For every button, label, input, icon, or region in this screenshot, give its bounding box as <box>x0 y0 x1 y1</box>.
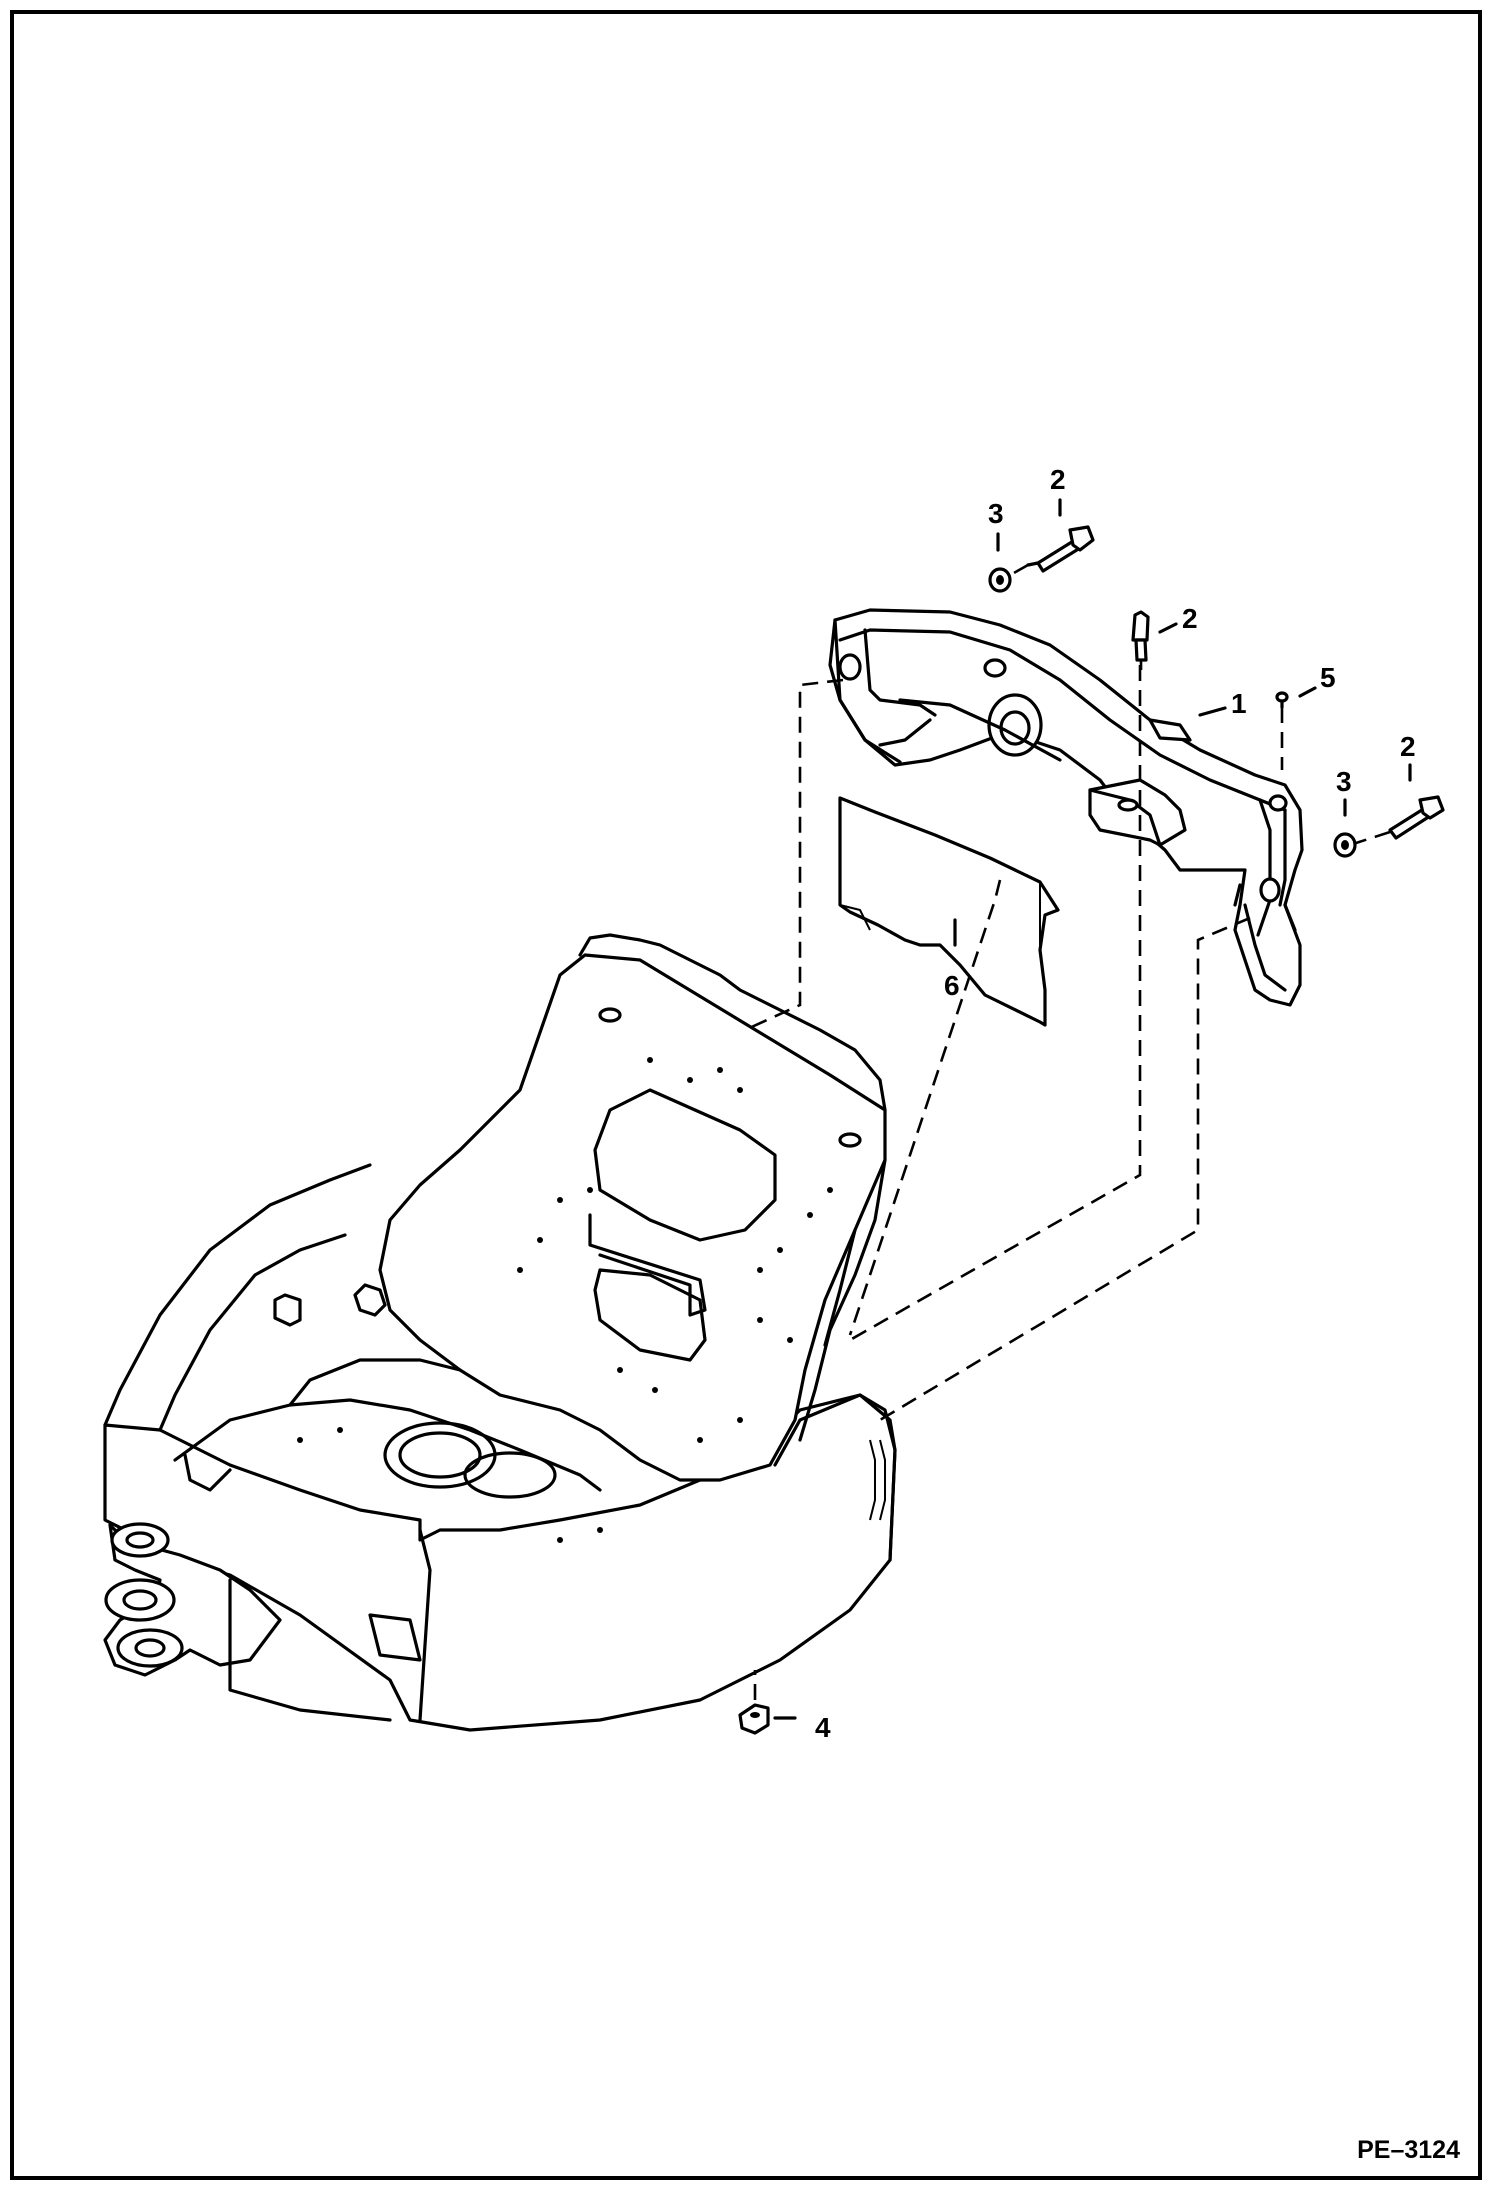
callout-4: 4 <box>815 1712 831 1743</box>
callout-2-right: 2 <box>1400 731 1416 762</box>
callout-3-right: 3 <box>1336 766 1352 797</box>
callout-6: 6 <box>944 970 960 1001</box>
washer-right-hole <box>1341 840 1349 850</box>
callout-2-upper-left: 2 <box>1050 464 1066 495</box>
frame-holes <box>297 1057 833 1543</box>
callout-2-middle: 2 <box>1182 603 1198 634</box>
pin-item-5 <box>1275 691 1289 709</box>
assembly-lines <box>744 563 1391 1700</box>
callout-5: 5 <box>1320 662 1336 693</box>
bolt-middle-vertical <box>1131 610 1150 662</box>
bolt-right <box>1388 795 1445 840</box>
figure-id: PE–3124 <box>1357 2136 1460 2164</box>
nut-item-4 <box>738 1703 770 1735</box>
callout-1: 1 <box>1231 688 1247 719</box>
shim-plate-part <box>838 796 1060 1027</box>
upper-frame <box>103 933 897 1732</box>
washer-upper-left-hole <box>996 575 1004 585</box>
bolt-upper-left <box>1026 525 1095 573</box>
counterweight-part <box>828 608 1304 1007</box>
callout-3-upper-left: 3 <box>988 498 1004 529</box>
leader-lines <box>773 498 1412 1720</box>
page-border <box>10 10 1482 2180</box>
